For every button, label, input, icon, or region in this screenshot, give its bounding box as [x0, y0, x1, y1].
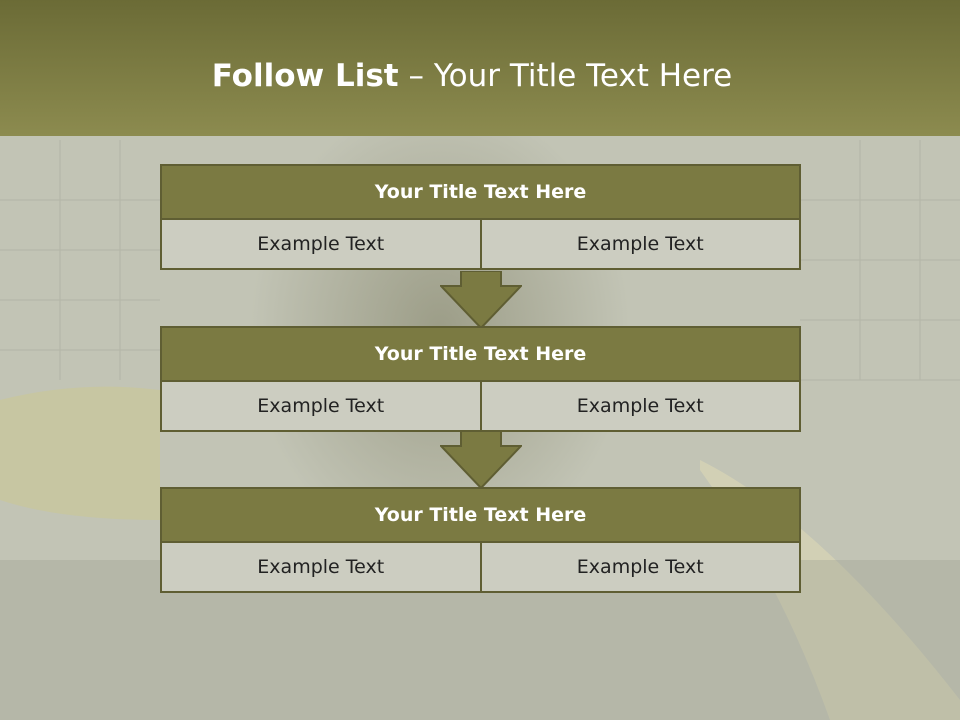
- step-title: Your Title Text Here: [160, 326, 801, 382]
- step-block-2: Your Title Text Here Example Text Exampl…: [160, 326, 801, 432]
- step-cell-left: Example Text: [160, 543, 482, 593]
- step-title: Your Title Text Here: [160, 164, 801, 220]
- step-row: Example Text Example Text: [160, 382, 801, 432]
- down-arrow-icon: [440, 431, 522, 489]
- slide-title: Follow List – Your Title Text Here: [0, 58, 944, 94]
- step-row: Example Text Example Text: [160, 543, 801, 593]
- step-block-1: Your Title Text Here Example Text Exampl…: [160, 164, 801, 270]
- step-row: Example Text Example Text: [160, 220, 801, 270]
- step-cell-right: Example Text: [481, 220, 801, 270]
- step-cell-left: Example Text: [160, 220, 482, 270]
- slide-title-rest: – Your Title Text Here: [398, 58, 733, 94]
- step-cell-right: Example Text: [481, 382, 801, 432]
- title-bar: [0, 0, 960, 136]
- step-cell-left: Example Text: [160, 382, 482, 432]
- step-title: Your Title Text Here: [160, 487, 801, 543]
- slide-title-bold: Follow List: [211, 58, 399, 94]
- down-arrow-icon: [440, 271, 522, 329]
- step-cell-right: Example Text: [481, 543, 801, 593]
- step-block-3: Your Title Text Here Example Text Exampl…: [160, 487, 801, 593]
